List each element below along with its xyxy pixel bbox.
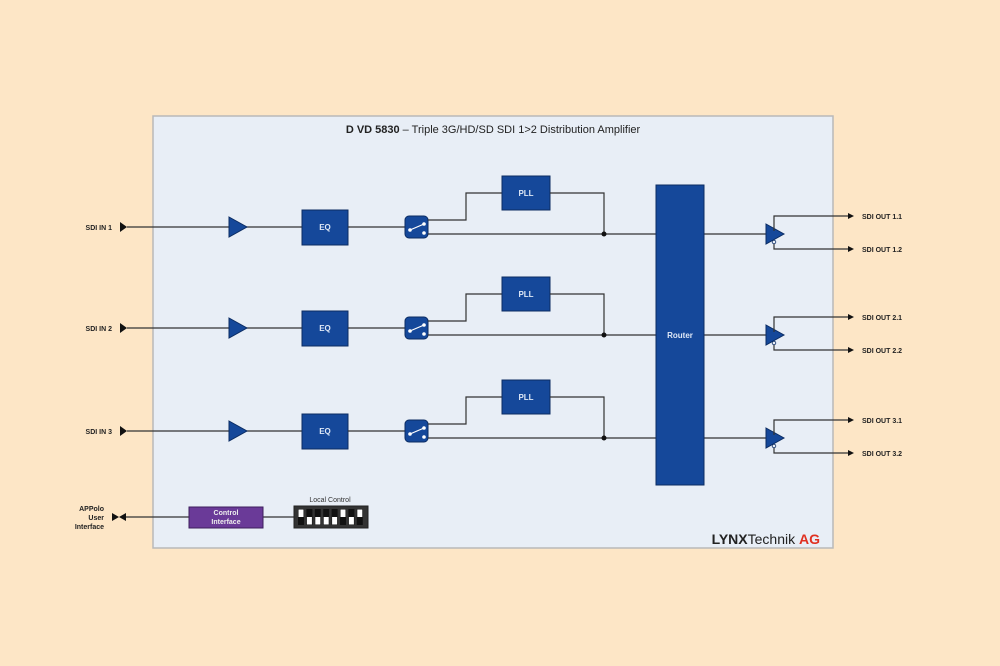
router-block [655, 184, 705, 486]
eq-block [301, 209, 349, 246]
junction-dot [601, 332, 607, 338]
pll-label: PLL [518, 290, 533, 299]
dip-switch-toggle [315, 517, 321, 525]
dip-switch-toggle [306, 517, 312, 525]
output-arrow-icon [848, 246, 854, 252]
inverter-bubble [771, 443, 777, 449]
bidirectional-port-icon [119, 513, 126, 521]
eq-label: EQ [319, 324, 331, 333]
input-label: SDI IN 3 [86, 429, 113, 436]
output-label: SDI OUT 3.1 [862, 418, 902, 425]
control-interface-label: Interface [211, 519, 240, 526]
wire [428, 192, 502, 221]
input-arrow-icon [120, 323, 127, 333]
bidirectional-port-icon [112, 513, 119, 521]
input-arrow-icon [120, 222, 127, 232]
eq-label: EQ [319, 223, 331, 232]
input-arrow-icon [120, 426, 127, 436]
wire [428, 396, 502, 425]
output-label: SDI OUT 3.2 [862, 451, 902, 458]
switch-contact [422, 332, 426, 336]
pll-block [501, 379, 551, 415]
input-label: SDI IN 2 [86, 326, 113, 333]
pll-block [501, 276, 551, 312]
dip-switch-toggle [348, 517, 354, 525]
switch-contact [422, 231, 426, 235]
eq-label: EQ [319, 427, 331, 436]
output-arrow-icon [848, 450, 854, 456]
pll-block [501, 175, 551, 211]
control-interface-label: Control [214, 510, 239, 517]
wire [773, 345, 850, 351]
dip-switch-toggle [332, 517, 338, 525]
switch-lever [409, 223, 425, 231]
output-arrow-icon [848, 417, 854, 423]
output-label: SDI OUT 2.2 [862, 348, 902, 355]
switch-lever [409, 427, 425, 435]
pll-label: PLL [518, 189, 533, 198]
router-label: Router [667, 331, 693, 340]
appolo-label-3: Interface [75, 524, 104, 531]
junction-dot [601, 435, 607, 441]
device-panel [152, 115, 834, 549]
output-label: SDI OUT 1.2 [862, 247, 902, 254]
output-arrow-icon [848, 213, 854, 219]
input-label: SDI IN 1 [86, 225, 113, 232]
wire [773, 244, 850, 250]
diagram-title: D VD 5830 – Triple 3G/HD/SD SDI 1>2 Dist… [346, 124, 641, 136]
wire [773, 215, 850, 231]
brand-logo: LYNXTechnik AG [712, 531, 821, 547]
dip-switch-toggle [323, 517, 329, 525]
output-label: SDI OUT 1.1 [862, 214, 902, 221]
appolo-label-1: APPolo [79, 506, 104, 513]
output-arrow-icon [848, 347, 854, 353]
junction-dot [601, 231, 607, 237]
inverter-bubble [771, 239, 777, 245]
wire [550, 192, 605, 234]
output-driver-icon [765, 427, 786, 449]
local-control-label: Local Control [309, 497, 351, 504]
dip-switch-toggle [298, 509, 304, 517]
dip-switch-toggle [357, 509, 363, 517]
input-buffer-icon [228, 317, 249, 339]
output-arrow-icon [848, 314, 854, 320]
wire [550, 293, 605, 335]
input-buffer-icon [228, 216, 249, 238]
wire [773, 448, 850, 454]
control-interface-block [188, 506, 264, 529]
wire [428, 293, 502, 322]
switch-lever [409, 324, 425, 332]
wire [773, 316, 850, 332]
output-label: SDI OUT 2.1 [862, 315, 902, 322]
inverter-bubble [771, 340, 777, 346]
input-buffer-icon [228, 420, 249, 442]
output-driver-icon [765, 324, 786, 346]
pll-label: PLL [518, 393, 533, 402]
eq-block [301, 413, 349, 450]
output-driver-icon [765, 223, 786, 245]
dip-switch-toggle [340, 509, 346, 517]
switch-contact [422, 435, 426, 439]
wire [550, 396, 605, 438]
appolo-label-2: User [88, 515, 104, 522]
wire [773, 419, 850, 435]
